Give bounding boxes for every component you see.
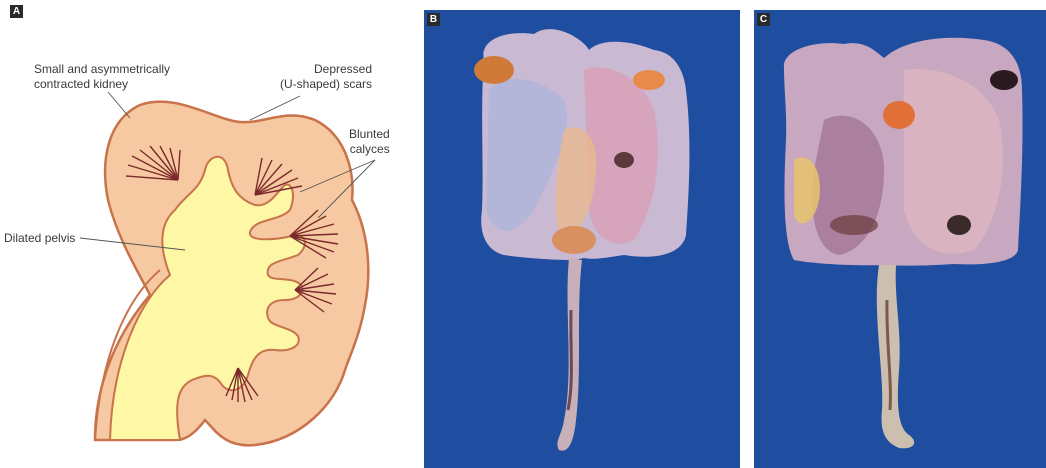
leader-small-kidney [108, 92, 130, 118]
specimen-photo-b [424, 10, 740, 468]
label-depressed-line1: Depressed [280, 62, 372, 77]
panel-a-diagram: A [0, 0, 420, 468]
label-depressed-scars: Depressed (U-shaped) scars [280, 62, 372, 92]
panel-letter-a: A [10, 5, 23, 18]
panel-letter-c: C [757, 13, 770, 26]
label-blunted-calyces: Blunted calyces [349, 127, 390, 157]
label-blunted-line1: Blunted [349, 127, 390, 142]
label-dilated-pelvis: Dilated pelvis [4, 231, 75, 246]
label-depressed-line2: (U-shaped) scars [280, 77, 372, 92]
label-blunted-line2: calyces [349, 142, 390, 157]
label-small-kidney-line2: contracted kidney [34, 77, 170, 92]
panel-b-photo: B [424, 10, 740, 468]
specimen-photo-c [754, 10, 1046, 468]
label-small-kidney: Small and asymmetrically contracted kidn… [34, 62, 170, 92]
panel-letter-b: B [427, 13, 440, 26]
label-small-kidney-line1: Small and asymmetrically [34, 62, 170, 77]
panel-c-photo: C [754, 10, 1046, 468]
